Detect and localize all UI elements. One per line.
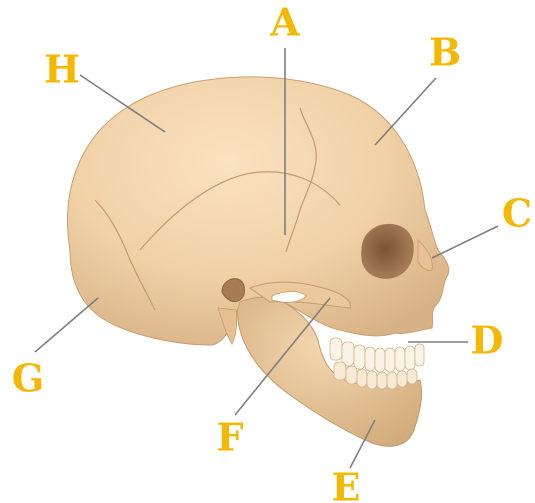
leader-line-c [432, 226, 498, 258]
label-f: F [217, 415, 244, 460]
label-c: C [502, 191, 532, 236]
leader-line-g [35, 298, 98, 352]
orbit [362, 224, 414, 278]
label-b: B [429, 30, 461, 75]
label-e: E [332, 465, 361, 503]
skull-illustration [68, 77, 449, 446]
leader-line-b [375, 78, 436, 145]
label-g: G [12, 356, 44, 401]
label-d: D [471, 318, 504, 363]
label-h: H [44, 47, 80, 92]
label-a: A [269, 0, 300, 45]
